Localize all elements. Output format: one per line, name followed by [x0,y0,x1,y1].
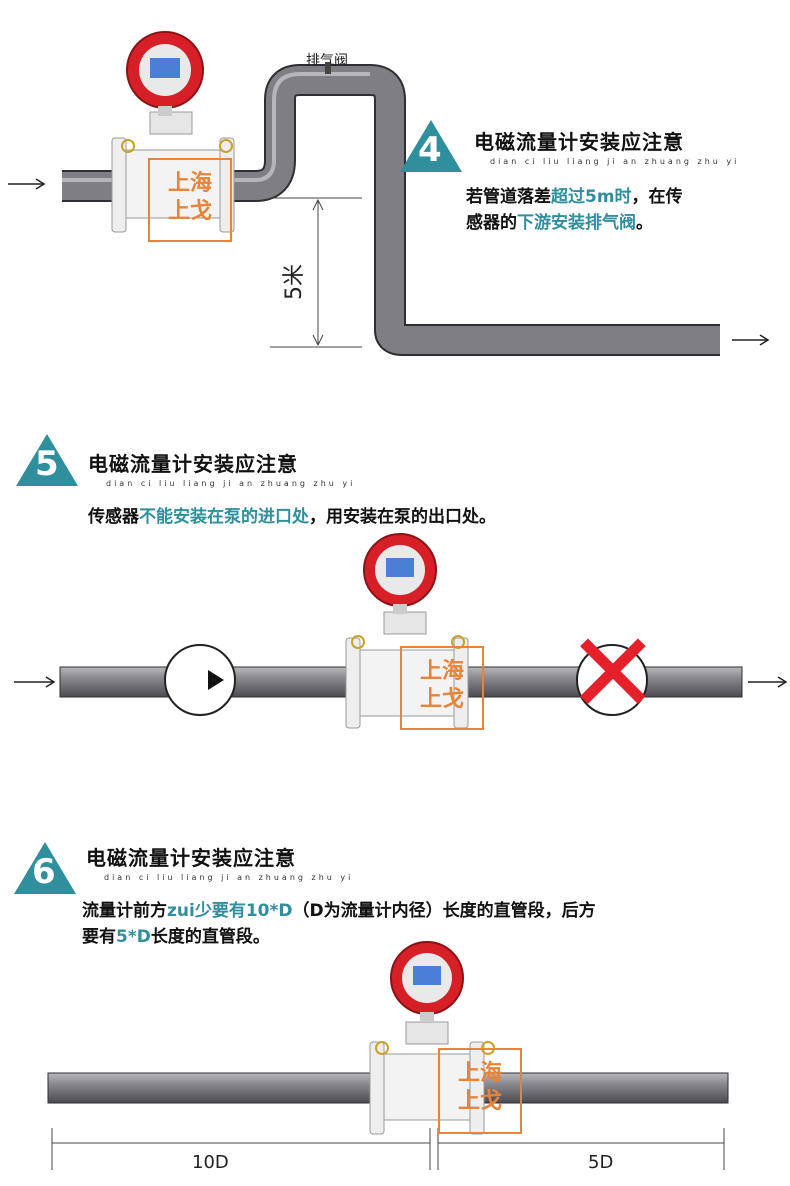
cross-mark: ✕ [566,609,660,739]
inlet-arrow [14,676,56,688]
section4-text: 若管道落差超过5m时，在传 感器的下游安装排气阀。 [466,187,683,233]
watermark-line1: 上海 [457,1061,502,1086]
height-label: 5米 [282,264,307,300]
pump-symbol-crossed [576,644,648,716]
watermark-line2: 上戈 [419,687,464,712]
section4-badge [400,120,462,172]
watermark: 上海 上戈 [438,1048,522,1134]
flowmeter [369,941,495,1135]
section5-title: 电磁流量计安装应注意 [88,452,298,476]
watermark: 上海 上戈 [148,158,232,242]
height-dimension [270,197,362,348]
exhaust-valve [325,62,331,74]
section4-pinyin: dian ci liu liang ji an zhuang zhu yi [490,157,740,166]
section5-text: 传感器不能安装在泵的进口处，用安装在泵的出口处。 [88,507,496,527]
section4-number: 4 [418,130,442,170]
flowmeter [345,533,469,729]
inlet-arrow [8,178,46,190]
section6-pinyin: dian ci liu liang ji an zhuang zhu yi [104,873,354,882]
watermark-line1: 上海 [419,659,464,684]
flowmeter [111,31,235,233]
section5-diagram [14,533,788,729]
dimension-label-10d: 10D [192,1152,229,1173]
pump-symbol [164,644,236,716]
section6-badge [14,842,76,894]
section5-pinyin: dian ci liu liang ji an zhuang zhu yi [106,479,356,488]
section6-text: 流量计前方zui少要有10*D（D为流量计内径）长度的直管段，后方 要有5*D长… [82,901,596,947]
section4-title: 电磁流量计安装应注意 [474,130,684,154]
section4-diagram [8,31,770,356]
dimension-label-5d: 5D [588,1152,614,1173]
watermark-line2: 上戈 [457,1089,502,1114]
outlet-arrow [748,676,788,688]
section6-title: 电磁流量计安装应注意 [86,846,296,870]
outlet-arrow [732,334,770,346]
exhaust-valve-label: 排气阀 [306,53,348,69]
watermark-line2: 上戈 [167,199,212,224]
watermark-line1: 上海 [167,171,212,196]
length-dimension [51,1128,725,1170]
watermark: 上海 上戈 [400,646,484,730]
section5-badge [16,434,78,486]
section6-number: 6 [32,852,56,892]
section6-diagram [47,941,729,1170]
section5-number: 5 [35,444,59,484]
